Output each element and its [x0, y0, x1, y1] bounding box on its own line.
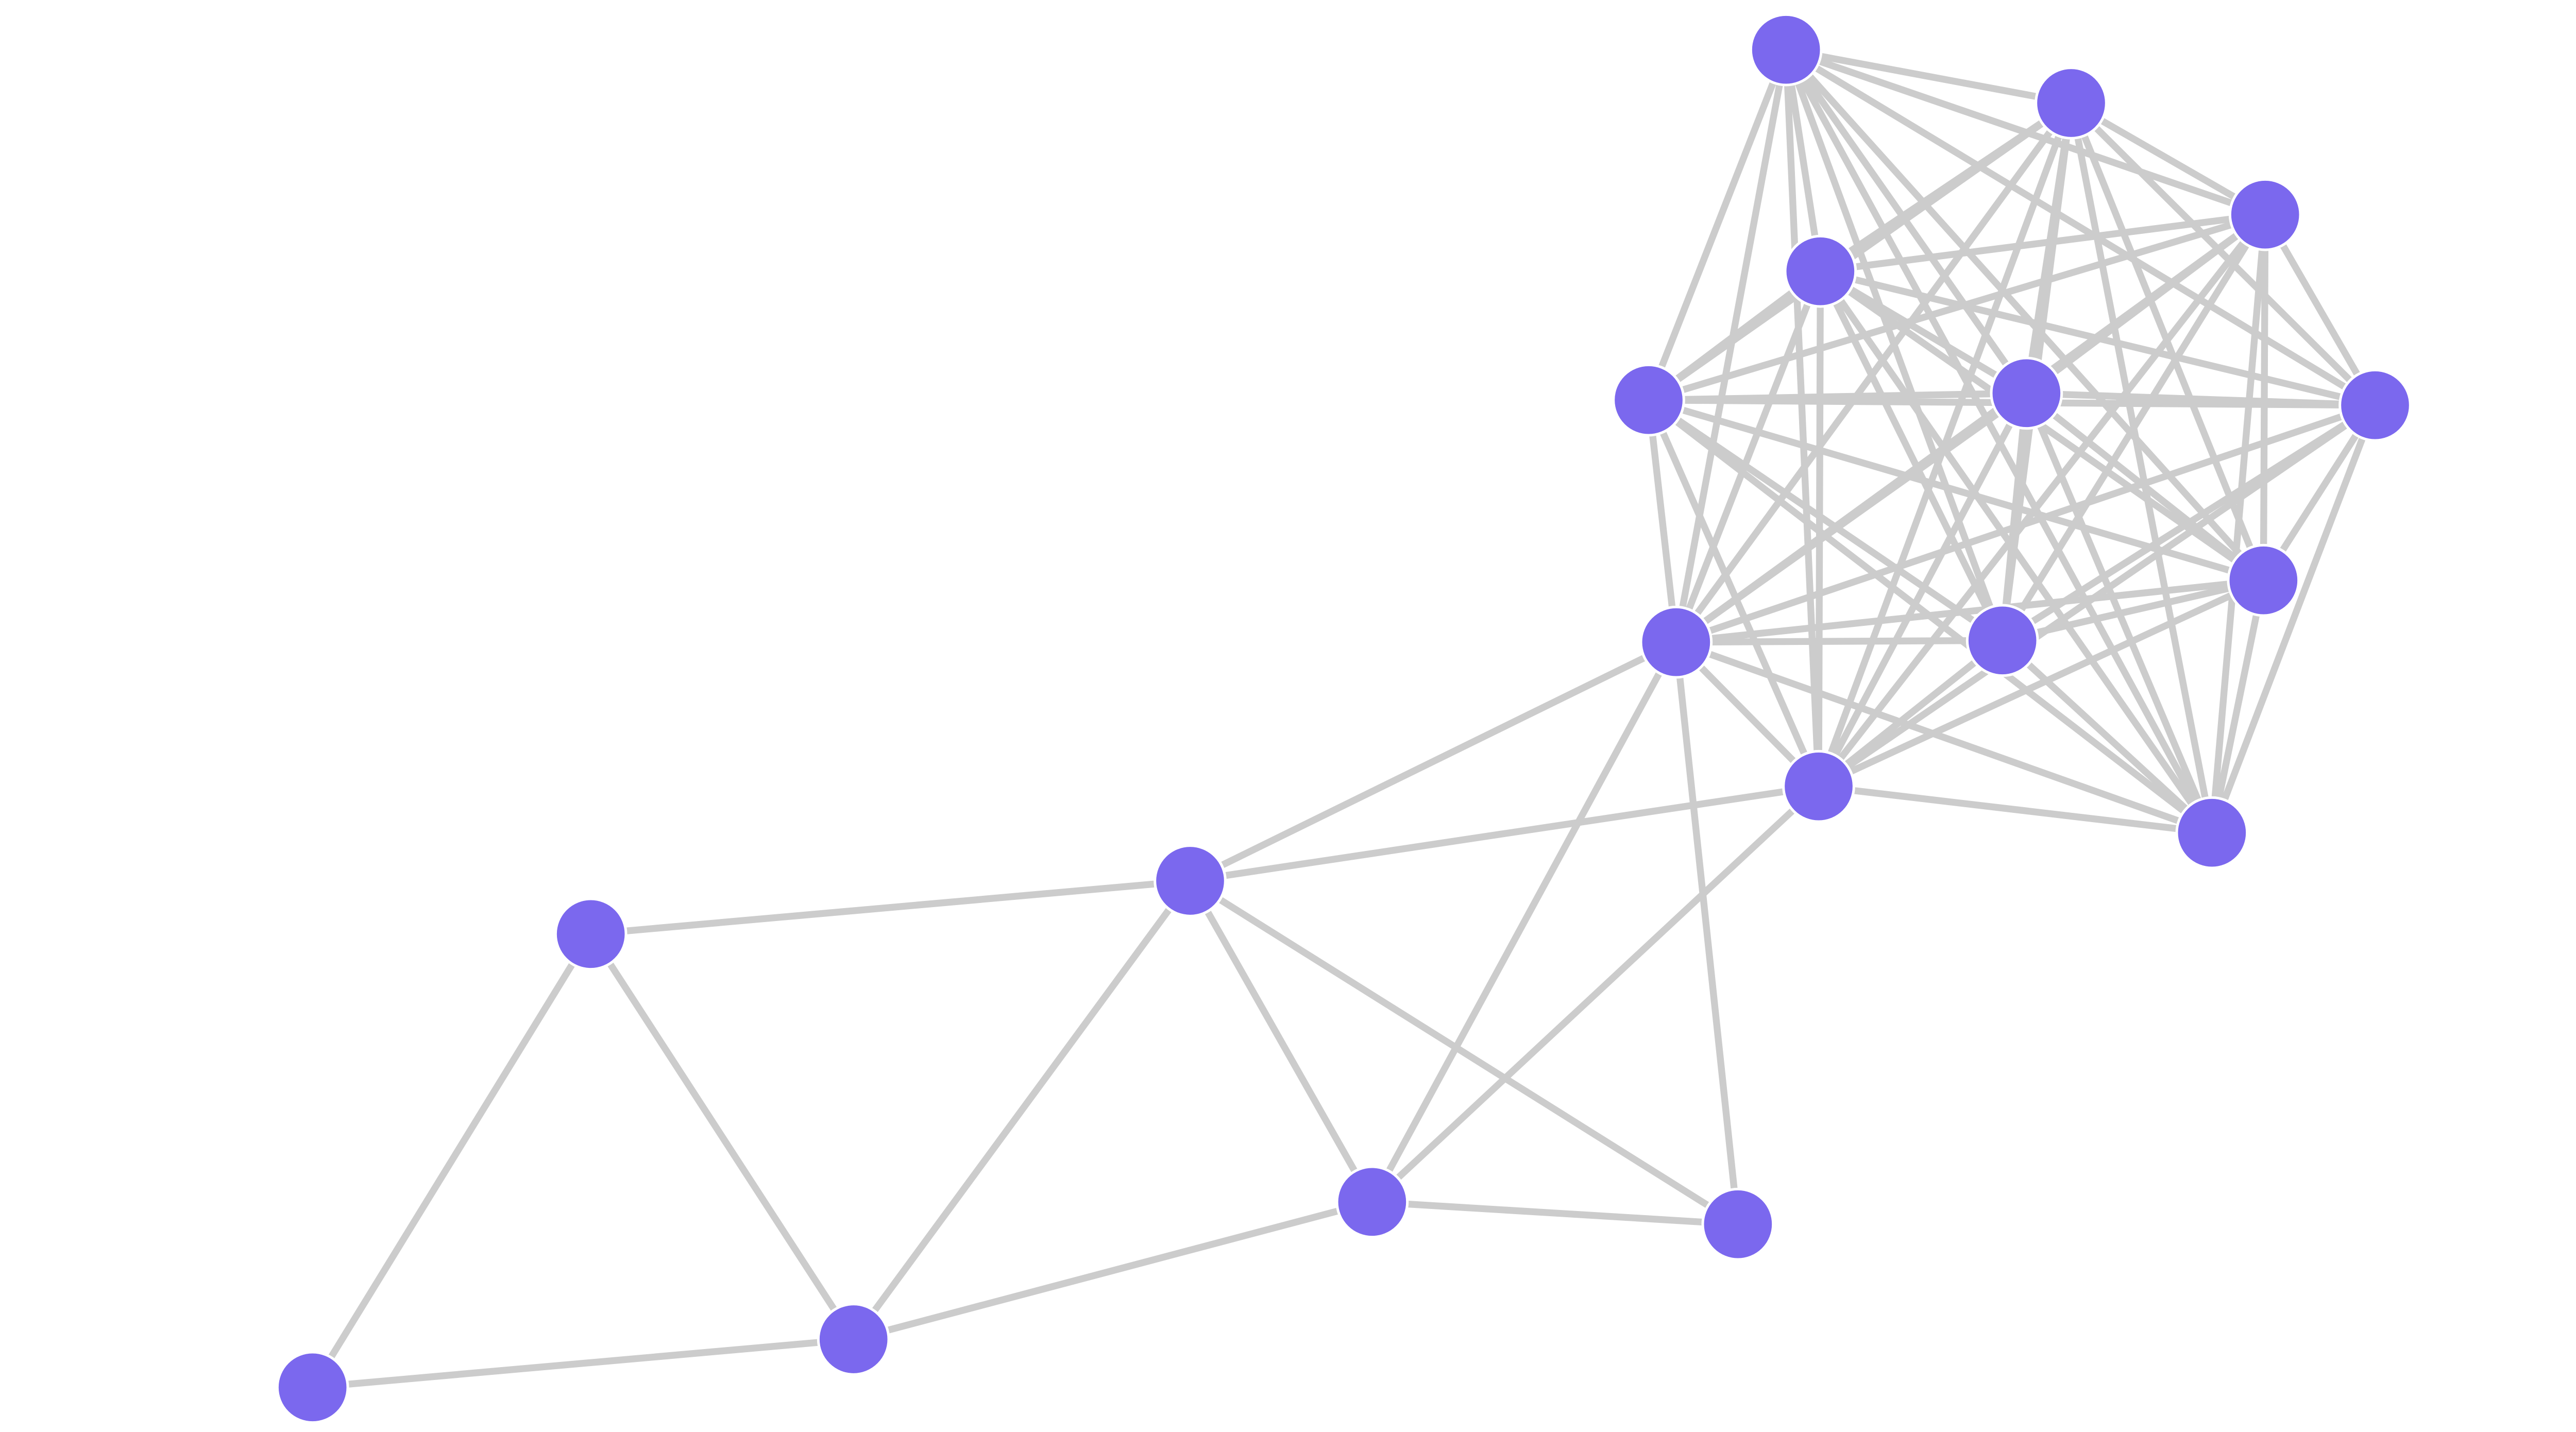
edge-A-E	[1645, 48, 1789, 402]
node-N[interactable]	[554, 897, 628, 971]
edge-B-G	[2069, 100, 2378, 408]
edge-Q-R	[1371, 1198, 1738, 1228]
edge-C-L	[2208, 214, 2269, 833]
edge-B-L	[2067, 102, 2215, 833]
edge-M-R	[1188, 878, 1740, 1228]
edge-A-B	[1785, 46, 2072, 107]
edge-A-G	[1784, 46, 2377, 408]
edge-I-L	[1675, 639, 2213, 836]
edge-D-I	[1673, 270, 1824, 644]
edge-J-K	[1816, 638, 2005, 789]
edge-I-R	[1672, 641, 1741, 1225]
node-J[interactable]	[1965, 604, 2039, 677]
edge-G-I	[1675, 402, 2377, 645]
edge-A-K	[1783, 49, 1822, 787]
edge-F-I	[1674, 390, 2029, 645]
edge-N-P	[588, 932, 857, 1341]
edge-M-P	[851, 879, 1193, 1341]
edge-C-K	[1816, 212, 2268, 789]
edge-P-Q	[852, 1198, 1374, 1343]
edge-I-J	[1676, 637, 2003, 646]
edge-D-L	[1817, 269, 2215, 835]
edge-I-M	[1189, 639, 1678, 884]
node-E[interactable]	[1612, 363, 1685, 437]
edge-D-J	[1817, 269, 2006, 642]
node-L[interactable]	[2175, 796, 2249, 870]
edge-C-J	[1999, 213, 2268, 642]
node-G[interactable]	[2338, 368, 2412, 442]
node-C[interactable]	[2228, 178, 2302, 251]
edge-K-L	[1818, 783, 2213, 837]
node-R[interactable]	[1701, 1187, 1775, 1261]
edge-C-D	[1820, 211, 2266, 275]
edge-N-O	[309, 932, 594, 1389]
edge-B-C	[2069, 100, 2267, 218]
edge-E-I	[1645, 399, 1680, 643]
edge-H-J	[2002, 577, 2264, 644]
node-A[interactable]	[1749, 13, 1823, 87]
edge-Q-I	[1369, 640, 1680, 1204]
edge-F-K	[1816, 391, 2030, 788]
edges-layer	[309, 46, 2379, 1391]
edge-J-L	[2000, 638, 2214, 836]
edge-A-H	[1783, 47, 2266, 583]
edge-O-P	[312, 1336, 854, 1391]
edge-F-G	[2026, 389, 2376, 409]
edge-Q-K	[1369, 783, 1821, 1205]
edge-E-J	[1647, 397, 2005, 643]
node-I[interactable]	[1639, 605, 1713, 679]
node-O[interactable]	[276, 1351, 349, 1424]
edge-C-H	[2260, 214, 2269, 581]
node-H[interactable]	[2227, 543, 2300, 617]
edge-H-L	[2208, 579, 2267, 833]
edge-G-L	[2209, 404, 2379, 834]
edge-H-K	[1817, 577, 2265, 790]
nodes-layer	[276, 13, 2412, 1424]
edge-E-K	[1645, 398, 1822, 788]
node-F[interactable]	[1990, 356, 2063, 430]
node-M[interactable]	[1154, 844, 1227, 917]
edge-M-Q	[1187, 879, 1376, 1204]
edge-M-N	[590, 877, 1191, 937]
edge-M-K	[1190, 783, 1819, 884]
node-K[interactable]	[1782, 749, 1855, 823]
edge-A-D	[1783, 49, 1824, 272]
edge-H-I	[1675, 577, 2264, 646]
edge-C-G	[2262, 213, 2378, 407]
edge-D-G	[1819, 268, 2376, 409]
node-B[interactable]	[2035, 66, 2108, 140]
node-P[interactable]	[817, 1303, 890, 1376]
edge-F-J	[1999, 393, 2030, 641]
node-Q[interactable]	[1335, 1165, 1409, 1239]
node-D[interactable]	[1784, 234, 1857, 308]
